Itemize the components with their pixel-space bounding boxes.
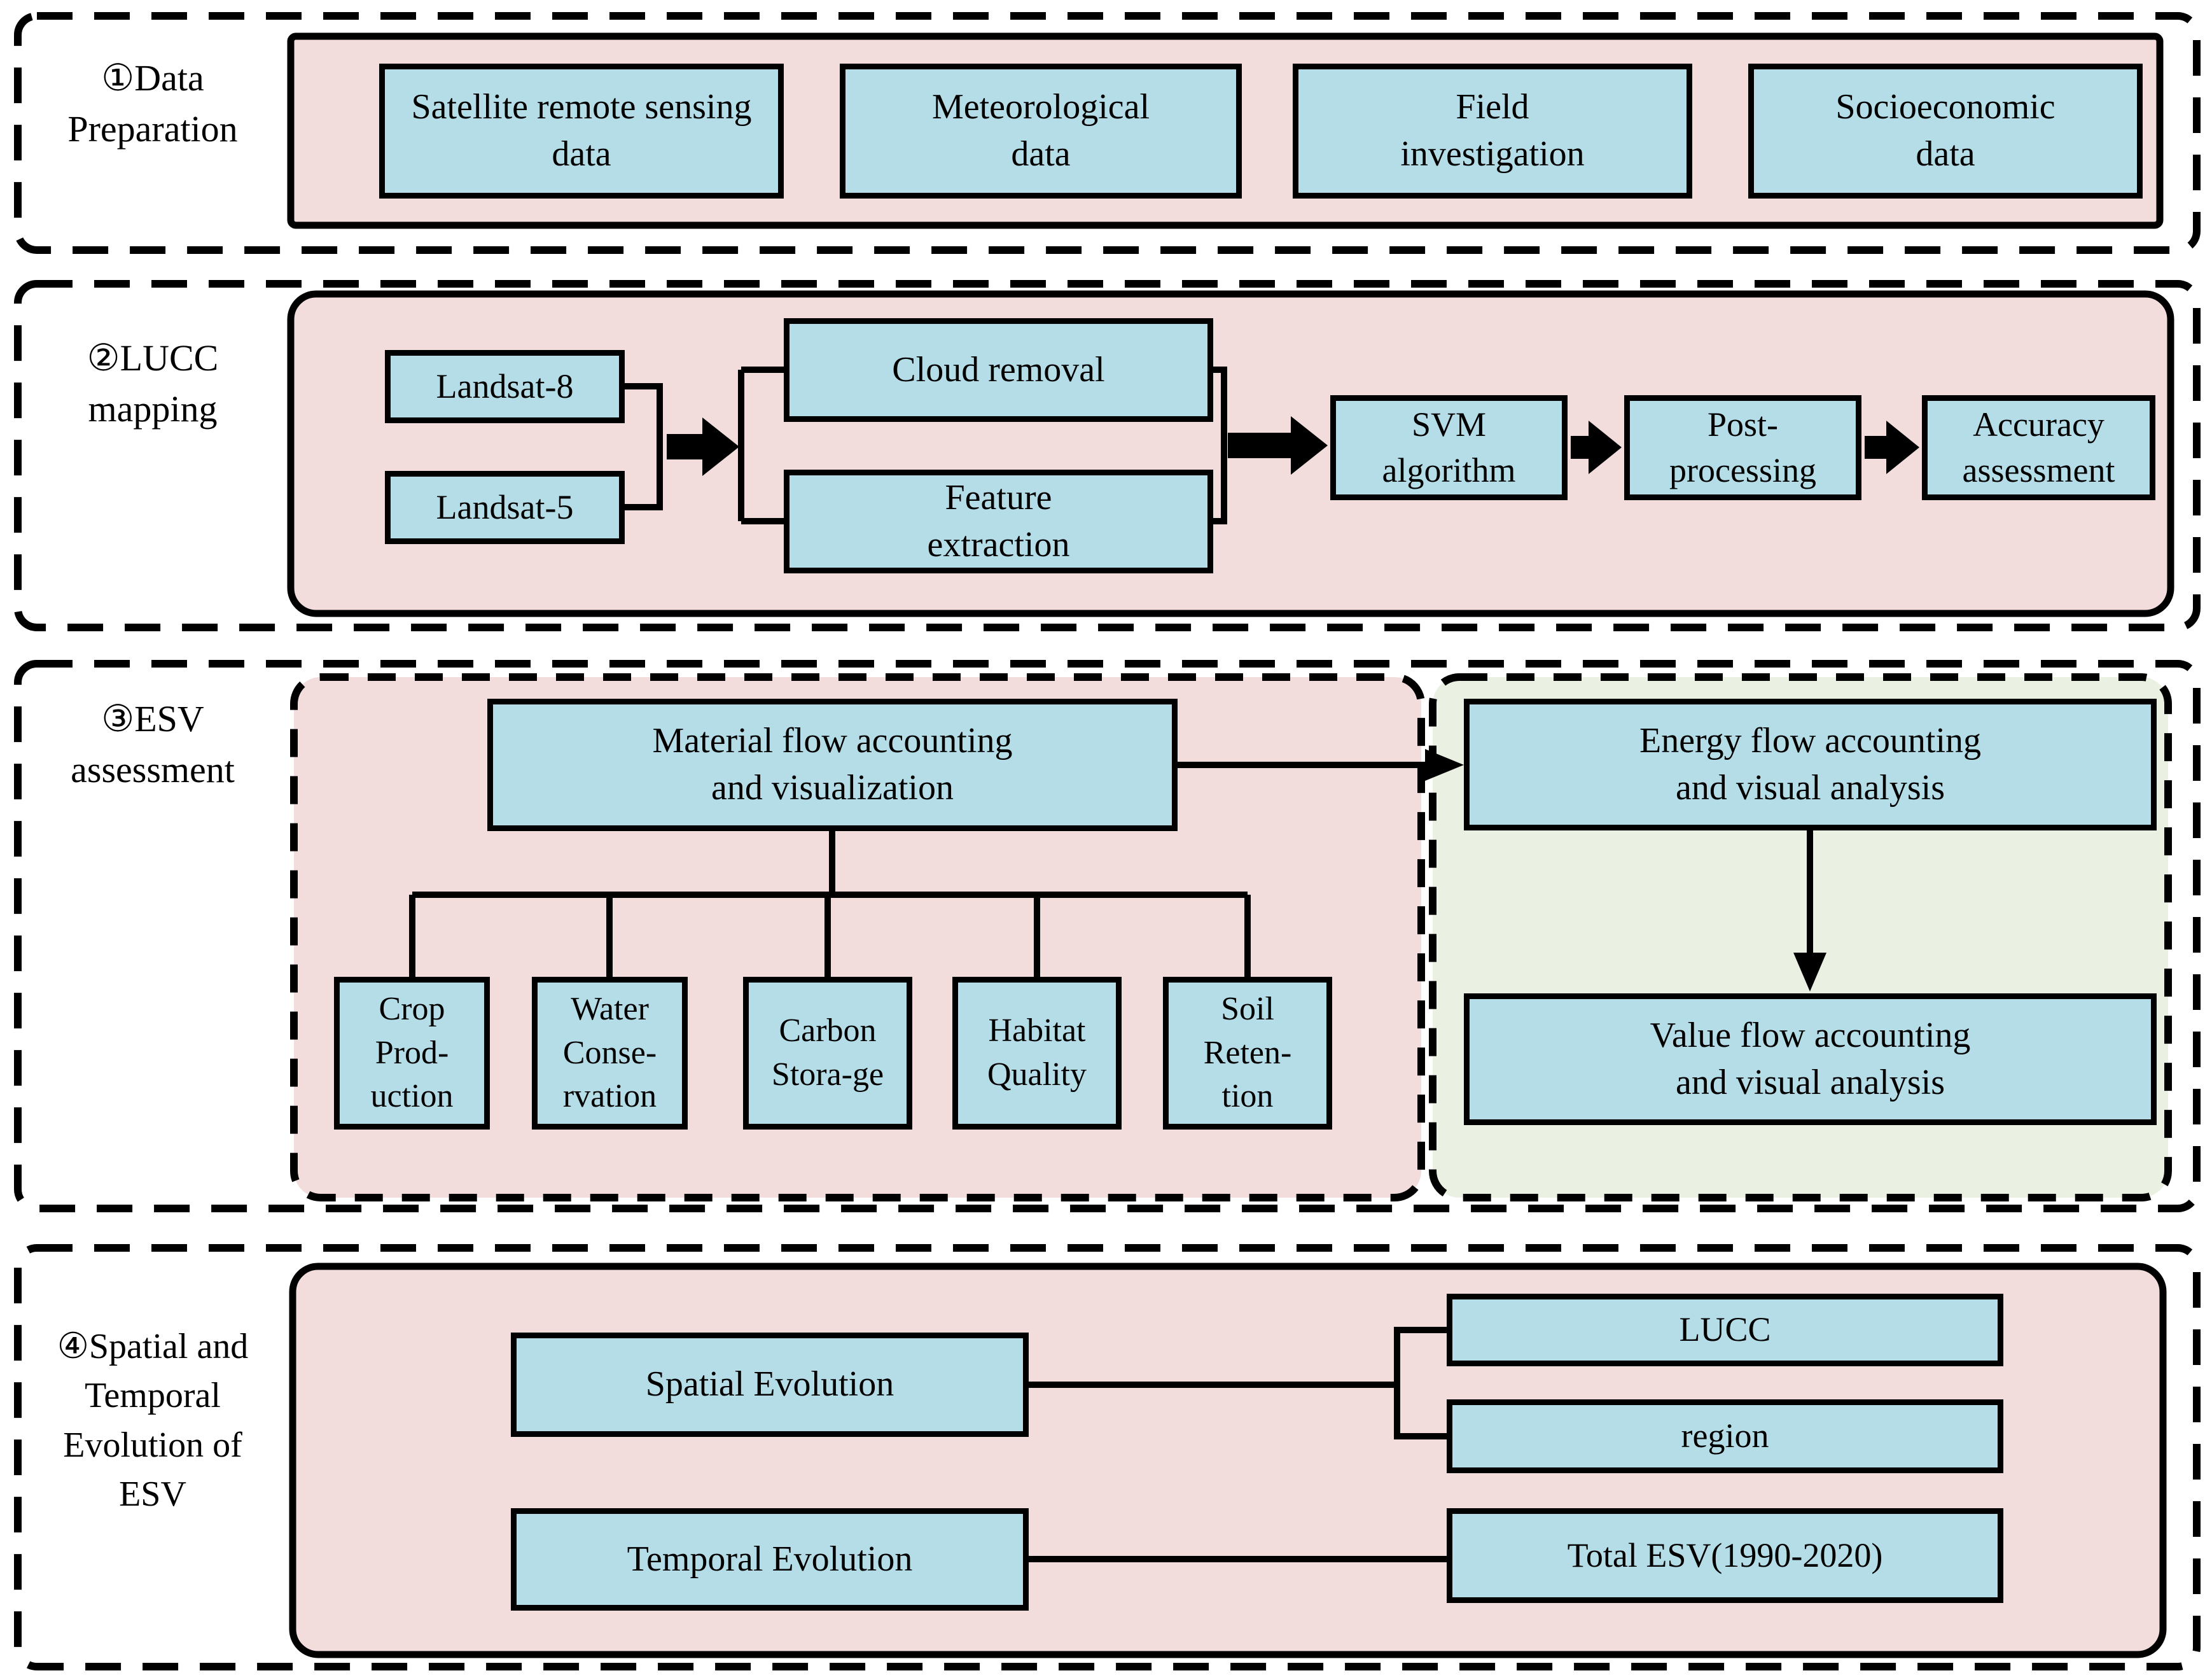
box-svm-algorithm: SVM algorithm xyxy=(1330,395,1568,500)
box-field-investigation: Field investigation xyxy=(1293,64,1692,199)
section1-label: ①Data Preparation xyxy=(67,57,238,150)
arrow-svm-to-postprocessing xyxy=(1571,421,1622,474)
section2-dashed-frame xyxy=(14,280,2201,631)
spatial-split-bracket xyxy=(1029,1327,1447,1439)
box-energy-flow-accounting: Energy flow accounting and visual analys… xyxy=(1464,699,2157,830)
landsat-merge-bracket xyxy=(625,383,663,510)
box-temporal-evolution: Temporal Evolution xyxy=(511,1508,1029,1611)
arrow-energy-to-value xyxy=(1793,830,1826,991)
arrow-landsat-to-preprocessing xyxy=(667,417,739,476)
section3-label: ③ESV assessment xyxy=(71,698,235,791)
box-total-esv: Total ESV(1990-2020) xyxy=(1447,1508,2003,1603)
box-lucc: LUCC xyxy=(1447,1294,2003,1366)
box-landsat-8: Landsat-8 xyxy=(385,350,625,423)
box-accuracy-assessment: Accuracy assessment xyxy=(1922,395,2155,500)
box-value-flow-accounting: Value flow accounting and visual analysi… xyxy=(1464,993,2157,1125)
arrow-postprocessing-to-accuracy xyxy=(1865,421,1919,474)
box-spatial-evolution: Spatial Evolution xyxy=(511,1333,1029,1437)
section2-label: ②LUCC mapping xyxy=(87,337,219,430)
section3-dashed-frame xyxy=(14,660,2201,1212)
box-habitat-quality: Habitat Quality xyxy=(952,977,1122,1130)
box-feature-extraction: Feature extraction xyxy=(784,470,1213,573)
box-post-processing: Post- processing xyxy=(1624,395,1861,500)
box-soil-retention: Soil Reten- tion xyxy=(1163,977,1332,1130)
box-landsat-5: Landsat-5 xyxy=(385,471,625,544)
box-crop-production: Crop Prod- uction xyxy=(334,977,490,1130)
preprocessing-split-bracket xyxy=(738,367,784,524)
box-carbon-storage: Carbon Stora-ge xyxy=(743,977,912,1130)
box-region: region xyxy=(1447,1399,2003,1473)
box-water-conservation: Water Conse- rvation xyxy=(532,977,688,1130)
box-cloud-removal: Cloud removal xyxy=(784,318,1213,422)
section1-dashed-frame xyxy=(14,12,2201,254)
material-services-tree xyxy=(409,831,1251,977)
arrow-material-to-energy xyxy=(1178,749,1464,781)
preprocessing-merge-bracket xyxy=(1213,367,1227,524)
arrow-preprocessing-to-svm xyxy=(1228,416,1328,475)
box-material-flow-accounting: Material flow accounting and visualizati… xyxy=(487,699,1178,831)
box-meteorological-data: Meteorological data xyxy=(840,64,1242,199)
box-socioeconomic-data: Socioeconomic data xyxy=(1748,64,2143,199)
section4-label: ④Spatial and Temporal Evolution of ESV xyxy=(57,1327,249,1514)
box-satellite-remote-sensing-data: Satellite remote sensing data xyxy=(379,64,784,199)
section4-dashed-frame xyxy=(14,1244,2201,1670)
